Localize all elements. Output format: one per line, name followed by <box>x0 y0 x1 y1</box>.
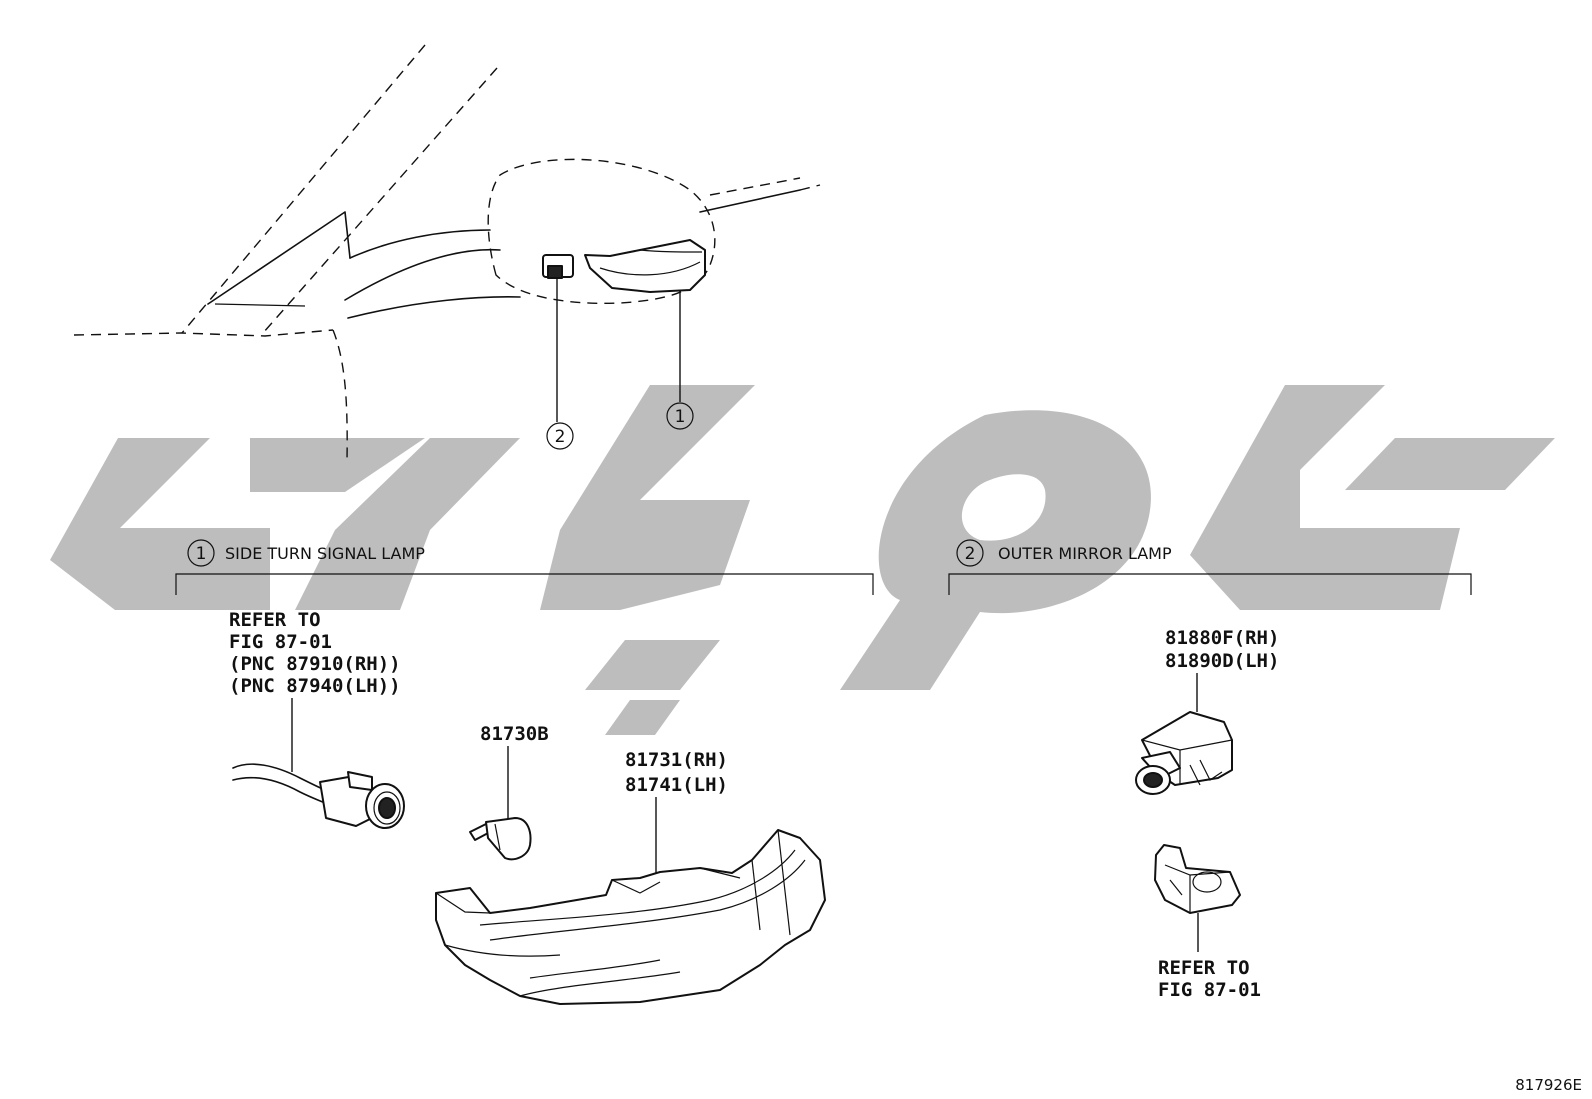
group-2-title: OUTER MIRROR LAMP <box>998 544 1172 563</box>
outer-mirror-lamp-unit <box>1135 711 1233 795</box>
mirror-lamp-lh: 81890D(LH) <box>1165 650 1279 672</box>
refer-socket-line-1: REFER TO <box>229 609 321 631</box>
turn-lamp-rh: 81731(RH) <box>625 749 728 771</box>
label-bulb: 81730B <box>480 723 549 825</box>
vehicle-body-outline <box>73 44 821 461</box>
callout-2: 2 <box>546 278 574 450</box>
refer-socket-line-4: (PNC 87940(LH)) <box>229 675 401 697</box>
group-side-turn-signal: 1 SIDE TURN SIGNAL LAMP <box>175 539 874 595</box>
label-refer-housing: REFER TO FIG 87-01 <box>1158 913 1261 1001</box>
wedge-bulb <box>469 817 532 861</box>
label-mirror-lamp: 81880F(RH) 81890D(LH) <box>1165 627 1279 712</box>
label-turn-lamp: 81731(RH) 81741(LH) <box>625 749 728 882</box>
callout-1-number: 1 <box>675 407 686 427</box>
group-outer-mirror: 2 OUTER MIRROR LAMP <box>948 539 1472 595</box>
watermark-logo <box>50 385 1555 735</box>
mirror-lamp-housing <box>1154 844 1241 914</box>
label-refer-socket: REFER TO FIG 87-01 (PNC 87910(RH)) (PNC … <box>229 609 401 772</box>
outer-mirror-assembly <box>487 158 716 305</box>
callout-1: 1 <box>666 290 694 430</box>
bulb-socket-with-wire <box>232 763 405 829</box>
group-1-title: SIDE TURN SIGNAL LAMP <box>225 544 425 563</box>
group-1-number: 1 <box>196 544 207 564</box>
bulb-part-number: 81730B <box>480 723 549 745</box>
refer-housing-line-1: REFER TO <box>1158 957 1250 979</box>
callout-2-number: 2 <box>555 427 566 447</box>
turn-lamp-lh: 81741(LH) <box>625 774 728 796</box>
mirror-lamp-rh: 81880F(RH) <box>1165 627 1279 649</box>
group-2-number: 2 <box>965 544 976 564</box>
figure-id: 817926E <box>1515 1076 1582 1094</box>
refer-socket-line-2: FIG 87-01 <box>229 631 332 653</box>
refer-housing-line-2: FIG 87-01 <box>1158 979 1261 1001</box>
refer-socket-line-3: (PNC 87910(RH)) <box>229 653 401 675</box>
side-turn-signal-lamp <box>435 829 826 1005</box>
